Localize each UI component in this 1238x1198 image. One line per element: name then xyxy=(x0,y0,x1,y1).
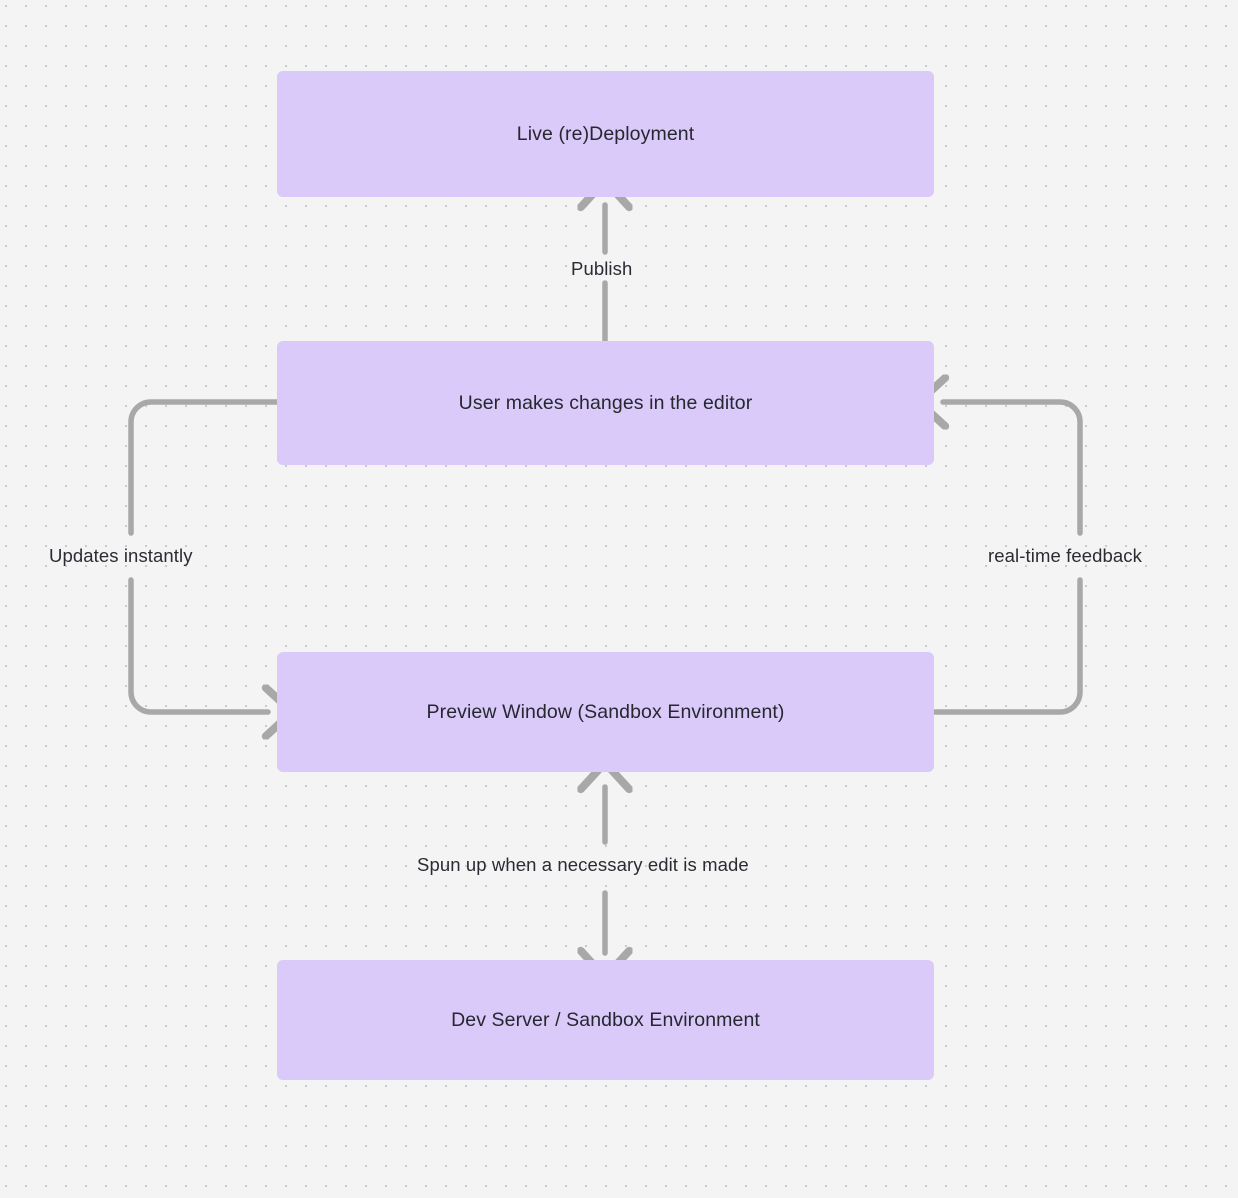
edge-label-updates-instantly: Updates instantly xyxy=(49,545,193,566)
node-live-redeployment[interactable]: Live (re)Deployment xyxy=(277,71,934,197)
edge-label-real-time-feedback: real-time feedback xyxy=(988,545,1142,566)
node-user-makes-changes[interactable]: User makes changes in the editor xyxy=(277,341,934,465)
node-user-makes-changes-label: User makes changes in the editor xyxy=(458,391,753,414)
edge-label-spun-up: Spun up when a necessary edit is made xyxy=(417,854,749,875)
node-preview-window[interactable]: Preview Window (Sandbox Environment) xyxy=(277,652,934,772)
node-preview-window-label: Preview Window (Sandbox Environment) xyxy=(426,700,785,723)
node-live-redeployment-label: Live (re)Deployment xyxy=(516,122,695,145)
node-dev-server-label: Dev Server / Sandbox Environment xyxy=(451,1008,760,1031)
node-dev-server[interactable]: Dev Server / Sandbox Environment xyxy=(277,960,934,1080)
edge-label-publish: Publish xyxy=(571,258,633,279)
